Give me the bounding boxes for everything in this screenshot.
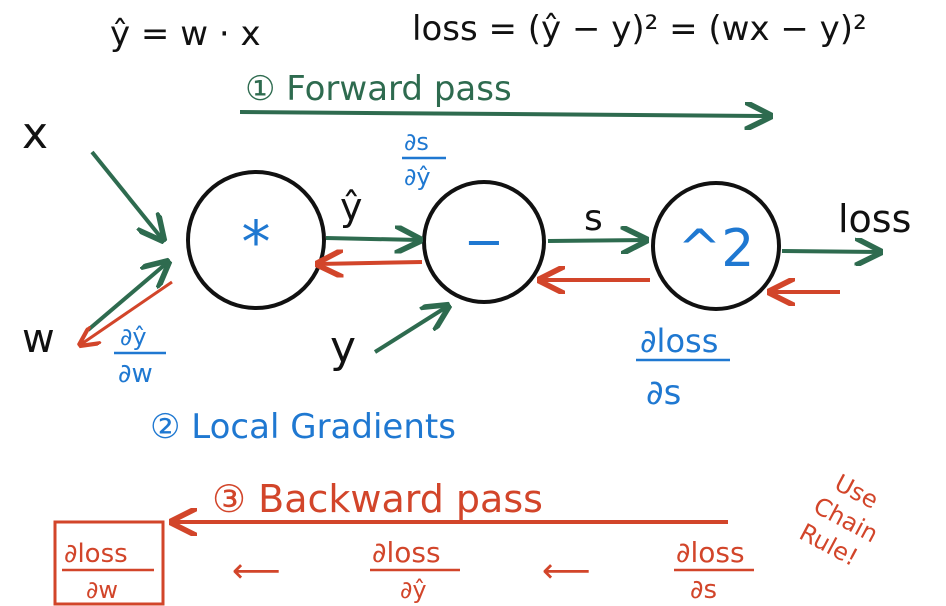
dloss-ds-denominator: ∂s (646, 373, 681, 413)
dloss-ds-chain-fraction: ∂loss ∂s (674, 536, 754, 605)
dyhat-dw-denominator: ∂w (118, 359, 153, 389)
dloss-ds-chain-numerator: ∂loss (676, 536, 745, 569)
dloss-dw-fraction: ∂loss ∂w (62, 539, 154, 604)
dloss-ds-numerator: ∂loss (640, 322, 718, 360)
dloss-ds-chain-denominator: ∂s (690, 575, 717, 605)
y-to-subtract-arrow (373, 306, 448, 354)
result-box (53, 520, 165, 606)
multiply-node-label: * (242, 208, 271, 276)
w-to-multiply-arrow (86, 262, 168, 332)
x-to-multiply-arrow (90, 150, 163, 240)
yhat-forward-arrow (325, 238, 420, 240)
s-edge-label: s (584, 198, 603, 239)
dloss-dyhat-numerator: ∂loss (372, 536, 441, 569)
input-w: w (22, 316, 55, 362)
local-gradients-label: ② Local Gradients (150, 407, 456, 447)
multiply-node (186, 170, 326, 310)
prediction-equation: ŷ = w · x (110, 14, 261, 54)
input-y: y (330, 322, 356, 373)
chain-rule-note: Use Chain Rule! (795, 469, 883, 572)
yhat-backward-arrow (318, 262, 423, 264)
chain-arrow-left: ⟵ (232, 551, 281, 591)
loss-equation: loss = (ŷ − y)² = (wx − y)² (412, 9, 867, 49)
ds-dyhat-numerator: ∂s (404, 128, 429, 156)
loss-edge-label: loss (838, 197, 911, 241)
ds-dyhat-fraction: ∂s ∂ŷ (402, 128, 446, 191)
s-forward-arrow (547, 240, 646, 241)
square-node (651, 181, 781, 311)
input-x: x (22, 108, 48, 159)
ds-dyhat-denominator: ∂ŷ (404, 163, 431, 191)
dyhat-dw-numerator: ∂ŷ (120, 323, 147, 351)
forward-pass-arrow (239, 112, 770, 116)
loss-forward-arrow (781, 251, 880, 252)
subtract-node-label: − (464, 214, 504, 270)
dyhat-dw-fraction: ∂ŷ ∂w (114, 323, 166, 389)
multiply-to-w-gradient-arrow (80, 280, 173, 345)
chain-arrow-right: ⟵ (542, 551, 591, 591)
subtract-node (422, 180, 546, 304)
forward-pass-label: ① Forward pass (245, 69, 512, 109)
backward-pass-label: ③ Backward pass (212, 477, 543, 521)
yhat-edge-label: ŷ (340, 185, 363, 229)
dloss-dw-denominator: ∂w (86, 576, 118, 604)
dloss-dw-numerator: ∂loss (64, 539, 128, 569)
square-node-label: ^2 (678, 219, 755, 279)
dloss-ds-fraction: ∂loss ∂s (636, 322, 730, 413)
dloss-dyhat-denominator: ∂ŷ (400, 576, 427, 604)
dloss-dyhat-fraction: ∂loss ∂ŷ (370, 536, 460, 604)
